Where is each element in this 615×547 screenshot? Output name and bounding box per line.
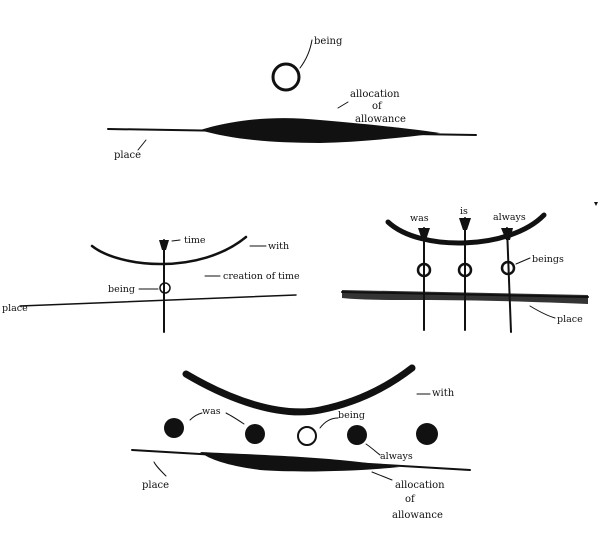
d2-place-label: place [2, 303, 28, 314]
d4-always-leader [365, 443, 381, 456]
diagram-4: with was being always place allocation o… [131, 364, 471, 521]
d3-was-label: was [410, 213, 429, 224]
d2-with-label: with [268, 241, 289, 252]
d1-allowance-mass [200, 118, 440, 143]
d2-with-arc [90, 235, 248, 266]
d4-being-label: being [338, 410, 365, 421]
d3-always-label: always [493, 212, 526, 223]
d4-place-label: place [142, 480, 169, 491]
d3-place-leader [529, 305, 556, 319]
d1-allowance-label: allowance [355, 114, 406, 125]
d3-is-label: is [460, 206, 468, 217]
diagram-3: was is always beings place [341, 202, 598, 333]
d2-time-label: time [184, 235, 206, 246]
d4-with-arc [182, 364, 416, 416]
d1-allocation-label: allocation [350, 89, 400, 100]
d1-allocation-leader [337, 101, 349, 109]
d3-stem-always [506, 227, 512, 333]
d4-allowance-label: allowance [392, 510, 443, 521]
d4-allocation-label: allocation [395, 480, 445, 491]
d4-was-leader-1 [189, 412, 203, 421]
d3-stem-was-top [418, 228, 430, 240]
d4-place-leader [153, 461, 167, 477]
d4-of-label: of [405, 494, 416, 505]
d4-being-leader [319, 417, 339, 429]
d4-was-leader-2 [225, 412, 245, 425]
d4-with-label: with [432, 388, 455, 399]
d4-dot-3 [347, 425, 367, 445]
d2-stem-top [159, 240, 169, 250]
d4-being-circle [297, 426, 317, 446]
diagram-1: being allocation of allowance place [107, 36, 477, 161]
d4-dot-1 [164, 418, 184, 438]
d1-of-label: of [372, 101, 383, 112]
d2-place-line [19, 294, 297, 307]
d3-stem-is-top [459, 218, 471, 230]
d1-place-label: place [114, 150, 141, 161]
diagram-2: time with creation of time being place [2, 235, 300, 333]
d3-stem-always-top [501, 228, 513, 240]
d1-being-leader [299, 39, 313, 69]
d1-place-leader [137, 139, 147, 151]
d3-being-circle-1 [416, 262, 432, 278]
d3-beings-leader [515, 257, 531, 265]
d2-being-circle [159, 282, 171, 294]
d3-mark [594, 202, 598, 206]
d1-being-label: being [314, 36, 343, 47]
d4-allowance-mass [200, 452, 400, 472]
d1-being-circle [271, 62, 301, 92]
d4-dot-2 [245, 424, 265, 444]
d4-dot-4 [416, 423, 438, 445]
d3-being-circle-2 [457, 262, 473, 278]
d3-being-circle-3 [500, 260, 516, 276]
d4-allocation-leader [371, 471, 393, 481]
d2-being-label: being [108, 284, 135, 295]
d3-place-label: place [557, 314, 583, 325]
d3-beings-label: beings [532, 254, 564, 265]
d4-always-label: always [380, 451, 413, 462]
d2-time-leader [171, 239, 181, 242]
d2-creation-label: creation of time [223, 271, 300, 282]
d4-was-label: was [202, 406, 221, 417]
